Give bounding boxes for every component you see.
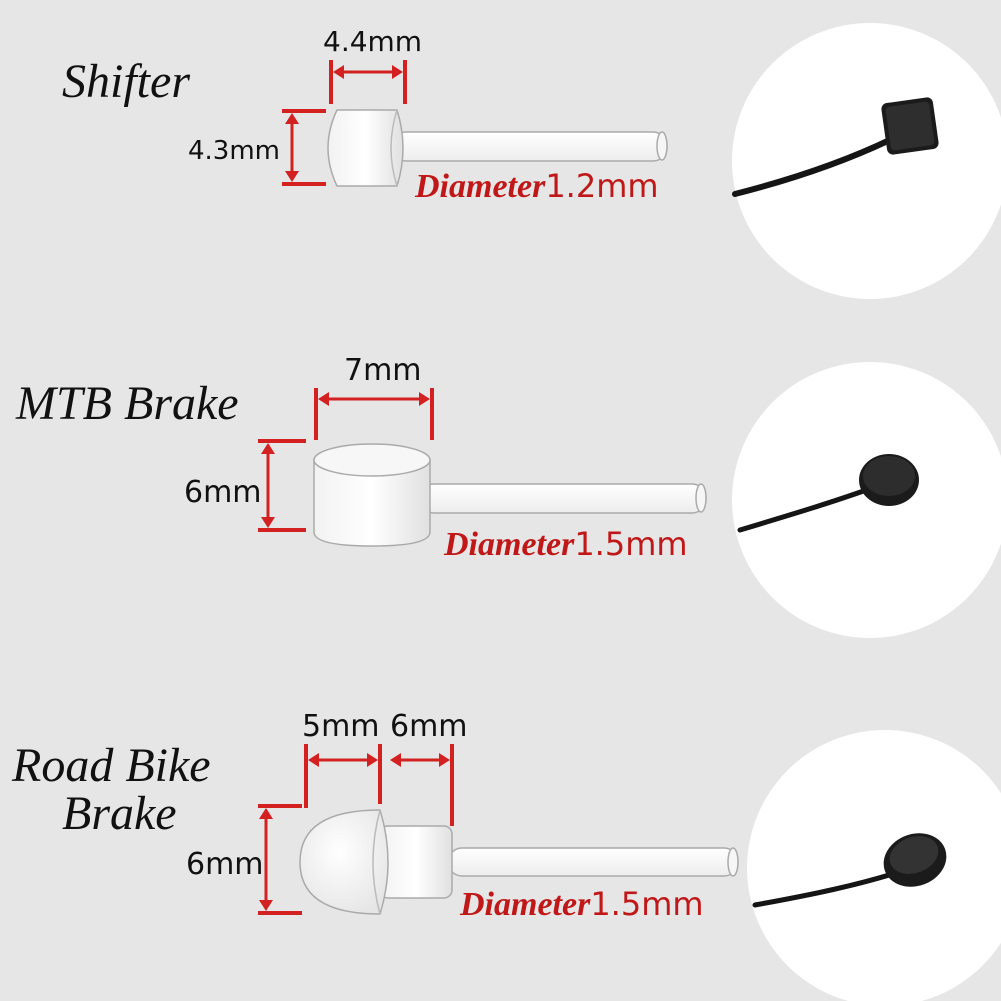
road-brake-title-line2: Brake	[62, 787, 177, 840]
shifter-cable-drawing	[327, 109, 668, 187]
mtb-width-label: 7mm	[344, 353, 422, 388]
road-height-label: 6mm	[186, 847, 264, 882]
photo-circle-road	[747, 730, 1001, 1001]
mtb-cable-head-icon	[859, 454, 919, 506]
shifter-diameter: Diameter1.2mm	[415, 170, 659, 204]
photo-circle-shifter	[732, 23, 1001, 299]
road-head-width-label: 5mm	[302, 709, 380, 744]
mtb-diameter-label: Diameter	[444, 526, 575, 563]
road-barrel-width-label: 6mm	[390, 709, 468, 744]
mtb-brake-title: MTB Brake	[16, 377, 239, 430]
road-diameter-value: 1.5mm	[590, 885, 704, 923]
road-brake-title-line1: Road Bike	[12, 739, 211, 792]
mtb-dimension-markers	[258, 388, 434, 532]
shifter-title: Shifter	[62, 55, 190, 108]
shifter-diameter-value: 1.2mm	[545, 167, 659, 205]
mtb-diameter: Diameter1.5mm	[444, 528, 688, 562]
road-cable-drawing	[299, 809, 739, 915]
photo-circle-mtb	[732, 362, 1001, 638]
road-cable-head-icon	[883, 833, 947, 887]
shifter-diameter-label: Diameter	[415, 168, 546, 205]
shifter-dimension-markers	[282, 60, 407, 186]
road-diameter: Diameter1.5mm	[460, 888, 704, 922]
mtb-cable-drawing	[313, 443, 707, 547]
mtb-height-label: 6mm	[184, 475, 262, 510]
road-dimension-markers	[258, 744, 454, 915]
road-diameter-label: Diameter	[460, 886, 591, 923]
shifter-width-label: 4.4mm	[323, 25, 423, 58]
mtb-diameter-value: 1.5mm	[574, 525, 688, 563]
shifter-cable-head-icon	[881, 97, 939, 155]
shifter-height-label: 4.3mm	[188, 136, 281, 166]
